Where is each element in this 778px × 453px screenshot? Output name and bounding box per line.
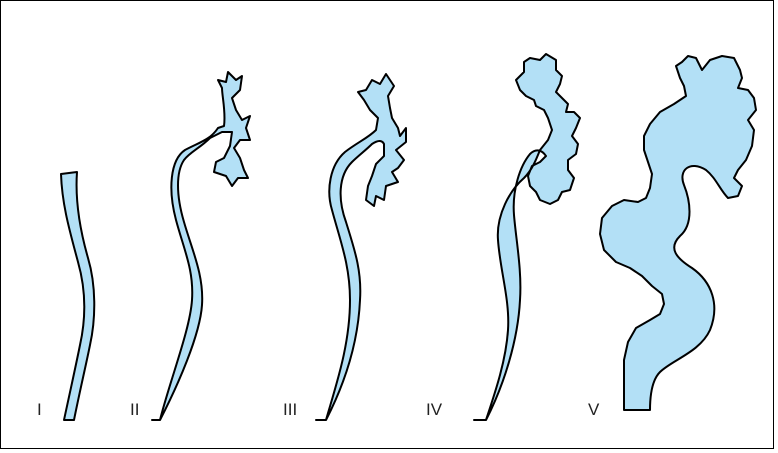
stage-label-4: IV [426, 400, 442, 420]
stage-4-ureter-pelvis [474, 54, 580, 420]
stage-3-ureter-pelvis [316, 74, 406, 420]
stage-2-ureter-pelvis [152, 72, 250, 420]
stage-label-1: I [37, 400, 42, 420]
stage-label-2: II [130, 400, 139, 420]
stage-label-5: V [588, 400, 599, 420]
stage-5-ureter-pelvis [600, 56, 756, 410]
stage-label-3: III [283, 400, 297, 420]
stage-1-ureter [61, 172, 94, 420]
